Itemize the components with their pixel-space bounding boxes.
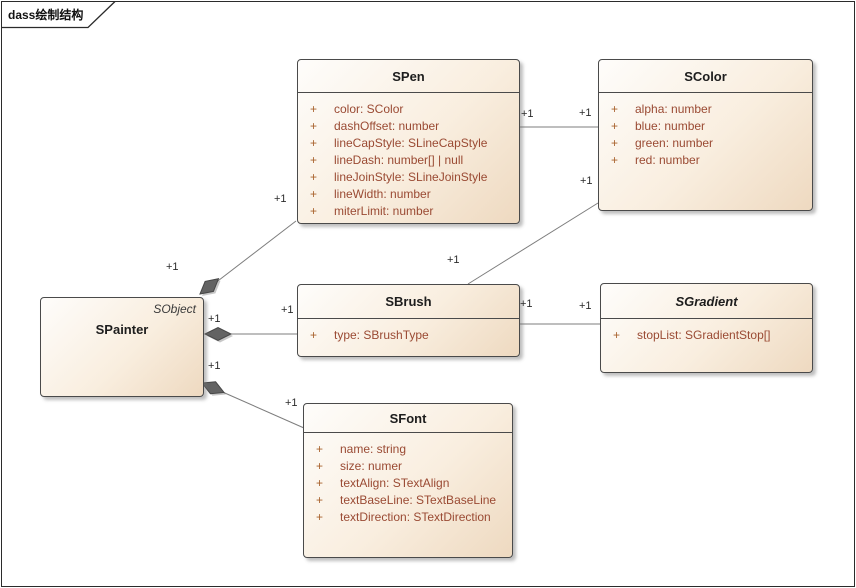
attribute-row: + textDirection: STextDirection <box>304 508 512 525</box>
class-sfont[interactable]: SFont + name: string + size: numer + textAl… <box>303 403 513 558</box>
attribute-text: lineJoinStyle: SLineJoinStyle <box>334 170 488 184</box>
visibility-plus: + <box>613 328 621 342</box>
attribute-row: + textBaseLine: STextBaseLine <box>304 491 512 508</box>
class-sbrush-title: SBrush <box>385 294 432 309</box>
class-sbrush-header: SBrush <box>298 285 519 319</box>
visibility-plus: + <box>310 170 318 184</box>
visibility-plus: + <box>310 136 318 150</box>
attribute-row: + miterLimit: number <box>298 202 519 219</box>
class-spainter-title: SPainter <box>95 322 149 337</box>
class-sgradient-header: SGradient <box>601 284 812 319</box>
class-sfont-attributes: + name: string + size: numer + textAlign: S… <box>304 433 512 525</box>
attribute-text: red: number <box>635 153 700 167</box>
attribute-text: name: string <box>340 442 407 456</box>
attribute-text: green: number <box>635 136 714 150</box>
visibility-plus: + <box>316 510 324 524</box>
attribute-text: miterLimit: number <box>334 204 434 218</box>
attribute-row: + type: SBrushType <box>298 326 519 343</box>
attribute-text: color: SColor <box>334 102 404 116</box>
attribute-text: type: SBrushType <box>334 328 429 342</box>
attribute-text: dashOffset: number <box>334 119 440 133</box>
attribute-row: + color: SColor <box>298 100 519 117</box>
visibility-plus: + <box>316 442 324 456</box>
multiplicity-label: +1 <box>281 304 294 316</box>
multiplicity-label: +1 <box>520 298 533 310</box>
multiplicity-label: +1 <box>447 254 460 266</box>
attribute-row: + lineDash: number[] | null <box>298 151 519 168</box>
attribute-row: + name: string <box>304 440 512 457</box>
attribute-text: size: numer <box>340 459 403 473</box>
attribute-row: + blue: number <box>599 117 812 134</box>
composition-diamond-spen <box>199 278 220 295</box>
visibility-plus: + <box>316 476 324 490</box>
class-spen-title: SPen <box>392 68 425 84</box>
attribute-text: alpha: number <box>635 102 712 116</box>
attribute-row: + dashOffset: number <box>298 117 519 134</box>
class-spen-attributes: + color: SColor + dashOffset: number + line… <box>298 93 519 219</box>
visibility-plus: + <box>611 119 619 133</box>
multiplicity-label: +1 <box>208 360 221 372</box>
attribute-row: + green: number <box>599 134 812 151</box>
attribute-row: + size: numer <box>304 457 512 474</box>
multiplicity-label: +1 <box>580 175 593 187</box>
multiplicity-label: +1 <box>285 397 298 409</box>
multiplicity-label: +1 <box>208 313 221 325</box>
class-spen[interactable]: SPen + color: SColor + dashOffset: number … <box>297 59 520 224</box>
multiplicity-label: +1 <box>166 261 179 273</box>
attribute-text: textAlign: STextAlign <box>340 476 450 490</box>
attribute-text: blue: number <box>635 119 706 133</box>
class-sgradient-attributes: + stopList: SGradientStop[] <box>601 319 812 343</box>
class-sfont-header: SFont <box>304 404 512 433</box>
attribute-text: lineWidth: number <box>334 187 431 201</box>
attribute-row: + lineCapStyle: SLineCapStyle <box>298 134 519 151</box>
attribute-text: textBaseLine: STextBaseLine <box>340 493 497 507</box>
visibility-plus: + <box>310 153 318 167</box>
visibility-plus: + <box>316 493 324 507</box>
visibility-plus: + <box>310 328 318 342</box>
class-sbrush-attributes: + type: SBrushType <box>298 319 519 343</box>
class-sbrush[interactable]: SBrush + type: SBrushType <box>297 284 520 357</box>
visibility-plus: + <box>310 187 318 201</box>
class-scolor-attributes: + alpha: number + blue: number + green: num… <box>599 93 812 168</box>
visibility-plus: + <box>611 153 619 167</box>
composition-line-spainter-sfont[interactable] <box>217 389 305 429</box>
multiplicity-label: +1 <box>521 108 534 120</box>
attribute-row: + alpha: number <box>599 100 812 117</box>
frame-tab <box>1 1 116 29</box>
attribute-text: lineDash: number[] | null <box>334 153 464 167</box>
visibility-plus: + <box>310 204 318 218</box>
class-spainter-parent-label: SObject <box>153 302 196 316</box>
multiplicity-label: +1 <box>274 193 287 205</box>
class-spen-header: SPen <box>298 60 519 93</box>
frame-title: dass绘制结构 <box>8 8 84 22</box>
class-scolor-header: SColor <box>599 60 812 93</box>
multiplicity-label: +1 <box>579 300 592 312</box>
class-spainter[interactable]: SObject SPainter <box>40 297 204 397</box>
composition-diamond-sfont <box>201 381 225 395</box>
visibility-plus: + <box>310 119 318 133</box>
visibility-plus: + <box>316 459 324 473</box>
composition-diamond-sbrush <box>203 326 233 342</box>
attribute-row: + stopList: SGradientStop[] <box>601 326 812 343</box>
class-scolor[interactable]: SColor + alpha: number + blue: number + gre… <box>598 59 813 211</box>
attribute-text: lineCapStyle: SLineCapStyle <box>334 136 488 150</box>
attribute-row: + lineJoinStyle: SLineJoinStyle <box>298 168 519 185</box>
composition-line-spainter-spen[interactable] <box>209 220 297 288</box>
attribute-row: + lineWidth: number <box>298 185 519 202</box>
class-scolor-title: SColor <box>684 68 727 84</box>
attribute-row: + red: number <box>599 151 812 168</box>
visibility-plus: + <box>310 102 318 116</box>
class-sgradient-title: SGradient <box>675 293 738 309</box>
attribute-row: + textAlign: STextAlign <box>304 474 512 491</box>
multiplicity-label: +1 <box>579 107 592 119</box>
class-sfont-title: SFont <box>389 410 427 426</box>
visibility-plus: + <box>611 102 619 116</box>
attribute-text: stopList: SGradientStop[] <box>637 328 771 342</box>
visibility-plus: + <box>611 136 619 150</box>
class-sgradient[interactable]: SGradient + stopList: SGradientStop[] <box>600 283 813 373</box>
attribute-text: textDirection: STextDirection <box>340 510 491 524</box>
